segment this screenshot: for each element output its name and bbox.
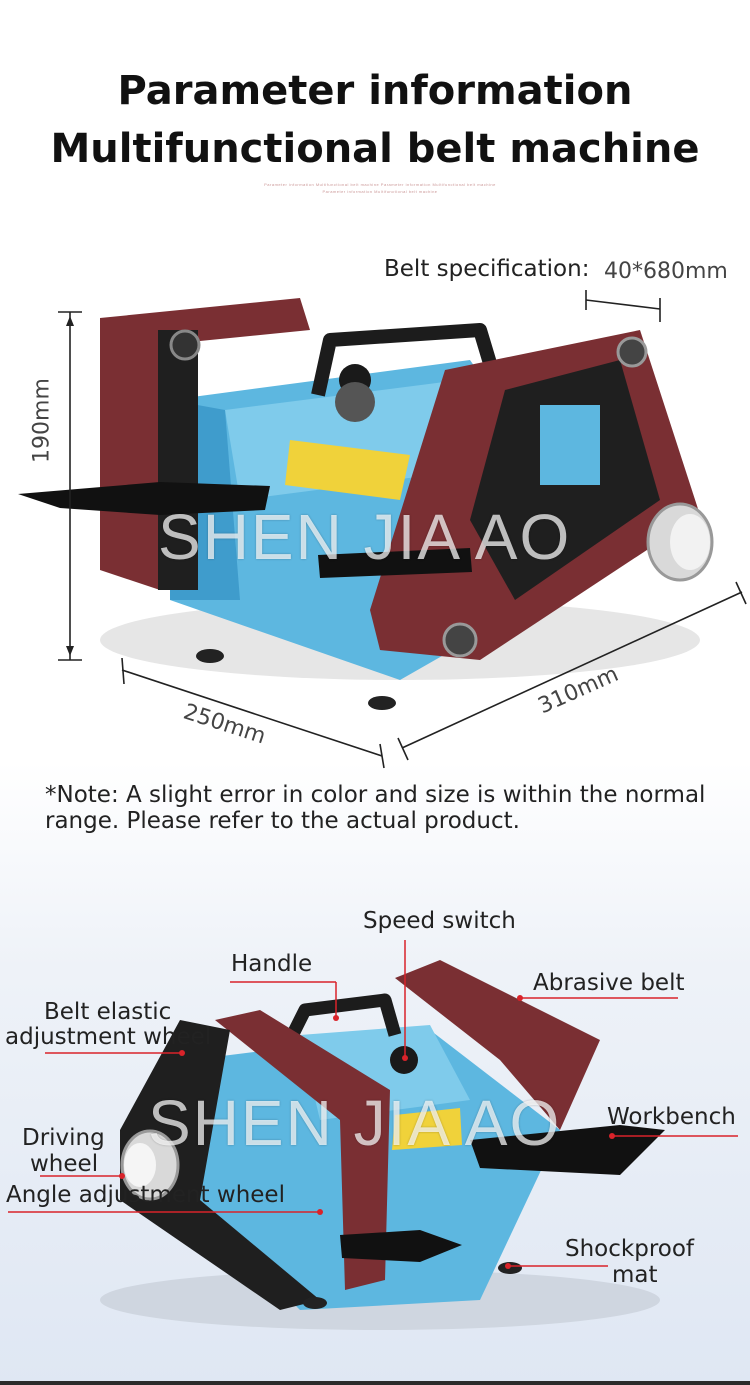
belt-machine-bottom-image <box>100 960 665 1330</box>
bottom-border <box>0 1381 750 1385</box>
dimension-lines <box>58 290 747 769</box>
label-speed-switch: Speed switch <box>363 908 516 934</box>
watermark-top: SHEN JIA AO <box>158 501 572 573</box>
label-handle: Handle <box>231 951 313 977</box>
belt-spec-label: Belt specification: <box>384 256 590 282</box>
height-dimension: 190mm <box>29 378 55 463</box>
label-belt-elastic-line1: Belt elastic <box>44 999 172 1025</box>
label-driving-line1: Driving <box>22 1125 105 1151</box>
belt-machine-top-image <box>18 298 714 710</box>
label-driving-line2: wheel <box>30 1151 99 1177</box>
callout-lines <box>8 940 738 1269</box>
label-abrasive-belt: Abrasive belt <box>533 970 685 996</box>
fine-print-line2: Parameter information Multifunctional be… <box>322 189 438 194</box>
label-belt-elastic-line2: adjustment wheel <box>5 1024 212 1050</box>
page-title-line2: Multifunctional belt machine <box>50 126 700 172</box>
belt-spec-value: 40*680mm <box>604 259 728 284</box>
fine-print-line1: Parameter information Multifunctional be… <box>264 182 496 187</box>
label-shockproof-line2: mat <box>612 1262 658 1288</box>
disclaimer-note: *Note: A slight error in color and size … <box>45 782 706 834</box>
label-workbench: Workbench <box>607 1104 736 1130</box>
label-angle-adjustment: Angle adjustment wheel <box>6 1182 285 1208</box>
label-shockproof-line1: Shockproof <box>565 1236 695 1262</box>
page-title-line1: Parameter information <box>117 68 633 114</box>
watermark-bottom: SHEN JIA AO <box>148 1087 562 1159</box>
